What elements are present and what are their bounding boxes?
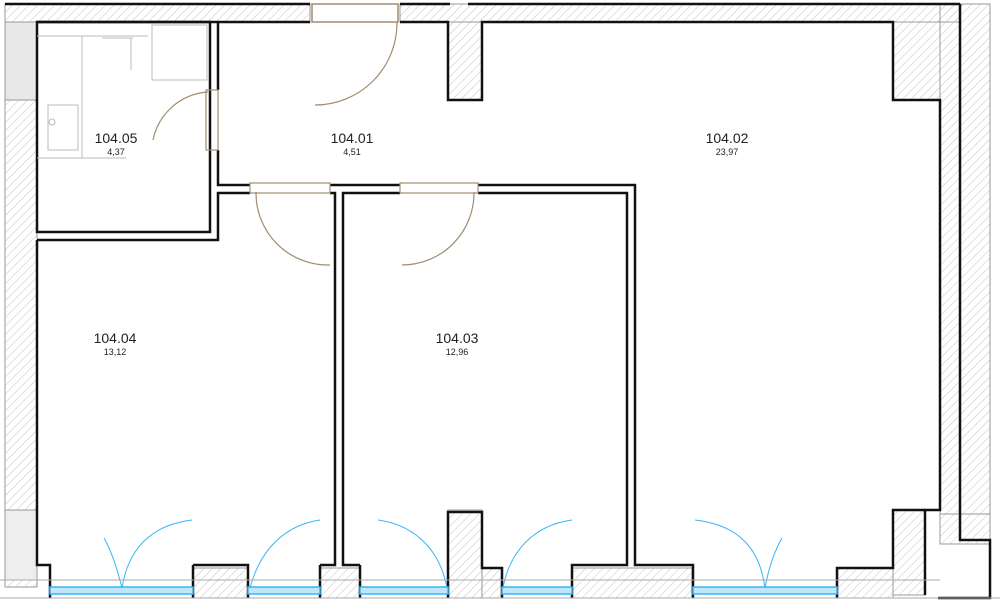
room-area: 4,51 xyxy=(343,147,361,157)
bathroom-fixtures xyxy=(37,24,208,159)
exterior-walls xyxy=(4,3,991,599)
room-number: 104.01 xyxy=(330,130,374,146)
windows xyxy=(49,586,838,595)
room-number: 104.05 xyxy=(94,130,138,146)
room-label-104-03: 104.03 12,96 xyxy=(436,330,479,357)
room-area: 23,97 xyxy=(715,147,739,157)
room-number: 104.04 xyxy=(93,330,137,346)
room-area: 12,96 xyxy=(445,347,469,357)
window-swings xyxy=(103,519,783,589)
room-label-104-02: 104.02 23,97 xyxy=(706,130,749,157)
room-area: 13,12 xyxy=(103,347,127,357)
doors xyxy=(152,3,479,266)
room-number: 104.02 xyxy=(705,130,749,146)
room-label-104-05: 104.05 4,37 xyxy=(95,130,138,157)
room-area: 4,37 xyxy=(107,147,125,157)
interior-walls xyxy=(5,2,992,600)
room-label-104-04: 104.04 13,12 xyxy=(94,330,137,357)
room-label-104-01: 104.01 4,51 xyxy=(331,130,374,157)
room-number: 104.03 xyxy=(435,330,479,346)
